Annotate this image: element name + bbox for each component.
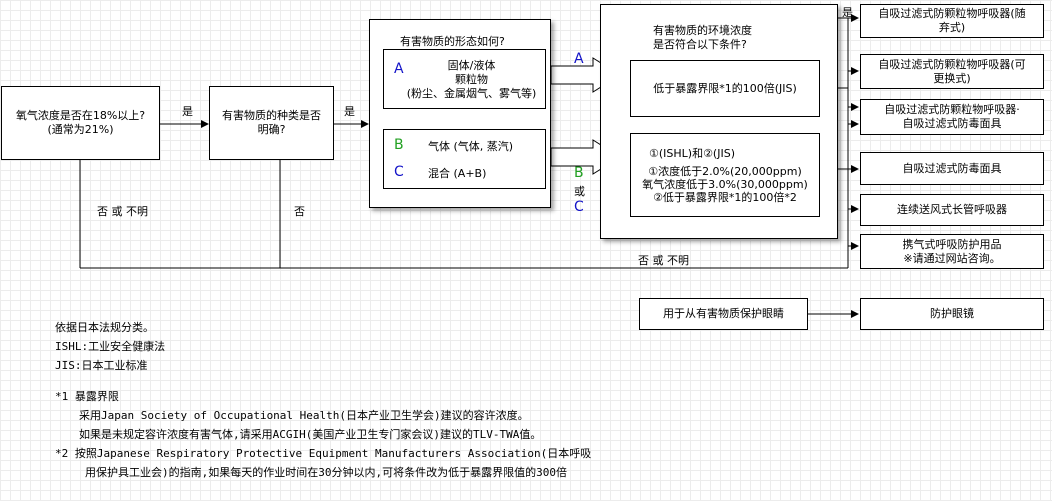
result-goggles-text: 防护眼镜 — [930, 307, 974, 320]
oxygen-question-box: 氧气浓度是否在18%以上? (通常为21%) — [1, 86, 160, 160]
env-question-title: 有害物质的环境浓度 是否符合以下条件? — [653, 24, 752, 51]
note-2-line-2: 用保护具工业会)的指南,如果每天的作业时间在30分钟以内,可将条件改为低于暴露界… — [85, 466, 567, 479]
substance-type-question-box: 有害物质的种类是否 明确? — [209, 86, 334, 160]
label-arrow-c: C — [574, 199, 584, 215]
condition-bc-box: ①(ISHL)和②(JIS) ①浓度低于2.0%(20,000ppm) 氧气浓度… — [630, 133, 820, 217]
label-arrow-a: A — [574, 51, 584, 67]
label-arrow-or: 或 — [574, 185, 585, 198]
condition-a-box: 低于暴露界限*1的100倍(JIS) — [630, 60, 820, 117]
footnotes: 依据日本法规分类。 ISHL:工业安全健康法 JIS:日本工业标准 *1 暴露界… — [55, 318, 591, 482]
note-ishl: ISHL:工业安全健康法 — [55, 340, 166, 353]
note-1-line-1: 采用Japan Society of Occupational Health(日… — [79, 409, 529, 422]
option-c-letter: C — [394, 164, 404, 180]
label-no-unknown-left: 否 或 不明 — [97, 205, 148, 218]
label-yes-type: 是 — [344, 105, 355, 118]
result-disposable-particulate-text: 自吸过滤式防颗粒物呼吸器(随 弃式) — [878, 7, 1026, 34]
result-goggles: 防护眼镜 — [860, 298, 1044, 330]
option-b-text: 气体 (气体, 蒸汽) — [428, 140, 514, 153]
result-gas-mask: 自吸过滤式防毒面具 — [860, 152, 1044, 185]
note-jis: JIS:日本工业标准 — [55, 359, 148, 372]
substance-type-question-text: 有害物质的种类是否 明确? — [222, 109, 321, 136]
oxygen-question-text: 氧气浓度是否在18%以上? (通常为21%) — [15, 109, 146, 136]
label-no-mid: 否 — [294, 205, 305, 218]
result-particulate-and-gas-mask: 自吸过滤式防颗粒物呼吸器· 自吸过滤式防毒面具 — [860, 99, 1044, 135]
condition-bc-body: ①浓度低于2.0%(20,000ppm) 氧气浓度低于3.0%(30,000pp… — [642, 164, 808, 204]
note-1-line-2: 如果是未规定容许浓度有害气体,请采用ACGIH(美国产业卫生专门家会议)建议的T… — [79, 428, 542, 441]
note-2-line-1: *2 按照Japanese Respiratory Protective Equ… — [55, 447, 592, 460]
eye-protection-text: 用于从有害物质保护眼睛 — [663, 307, 784, 320]
option-b-letter: B — [394, 137, 404, 153]
result-replaceable-particulate-text: 自吸过滤式防颗粒物呼吸器(可 更换式) — [878, 57, 1026, 85]
result-scba-text: 携气式呼吸防护用品 ※请通过网站咨询。 — [902, 237, 1002, 265]
eye-protection-box: 用于从有害物质保护眼睛 — [639, 298, 808, 330]
label-arrow-b: B — [574, 165, 584, 181]
option-bc-box: B 气体 (气体, 蒸汽) C 混合 (A+B) — [383, 129, 546, 189]
form-question-title: 有害物质的形态如何? — [400, 35, 505, 48]
note-1-title: *1 暴露界限 — [55, 390, 119, 403]
result-airline-respirator-text: 连续送风式长管呼吸器 — [897, 203, 1007, 216]
note-basis: 依据日本法规分类。 — [55, 321, 154, 334]
option-a-letter: A — [394, 61, 404, 77]
option-c-text: 混合 (A+B) — [428, 167, 487, 180]
result-particulate-and-gas-mask-text: 自吸过滤式防颗粒物呼吸器· 自吸过滤式防毒面具 — [884, 103, 1020, 130]
condition-a-text: 低于暴露界限*1的100倍(JIS) — [653, 81, 797, 95]
condition-bc-title: ①(ISHL)和②(JIS) — [649, 146, 735, 160]
label-yes-top: 是 — [842, 6, 853, 19]
result-scba: 携气式呼吸防护用品 ※请通过网站咨询。 — [860, 234, 1044, 269]
label-yes-oxygen: 是 — [182, 105, 193, 118]
result-replaceable-particulate: 自吸过滤式防颗粒物呼吸器(可 更换式) — [860, 54, 1044, 89]
result-disposable-particulate: 自吸过滤式防颗粒物呼吸器(随 弃式) — [860, 4, 1044, 38]
label-no-unknown-bottom: 否 或 不明 — [638, 254, 689, 267]
result-gas-mask-text: 自吸过滤式防毒面具 — [902, 161, 1002, 175]
result-airline-respirator: 连续送风式长管呼吸器 — [860, 194, 1044, 226]
option-a-text: 固体/液体 颗粒物 (粉尘、金属烟气、雾气等) — [406, 59, 537, 100]
option-a-box: A 固体/液体 颗粒物 (粉尘、金属烟气、雾气等) — [383, 49, 546, 109]
